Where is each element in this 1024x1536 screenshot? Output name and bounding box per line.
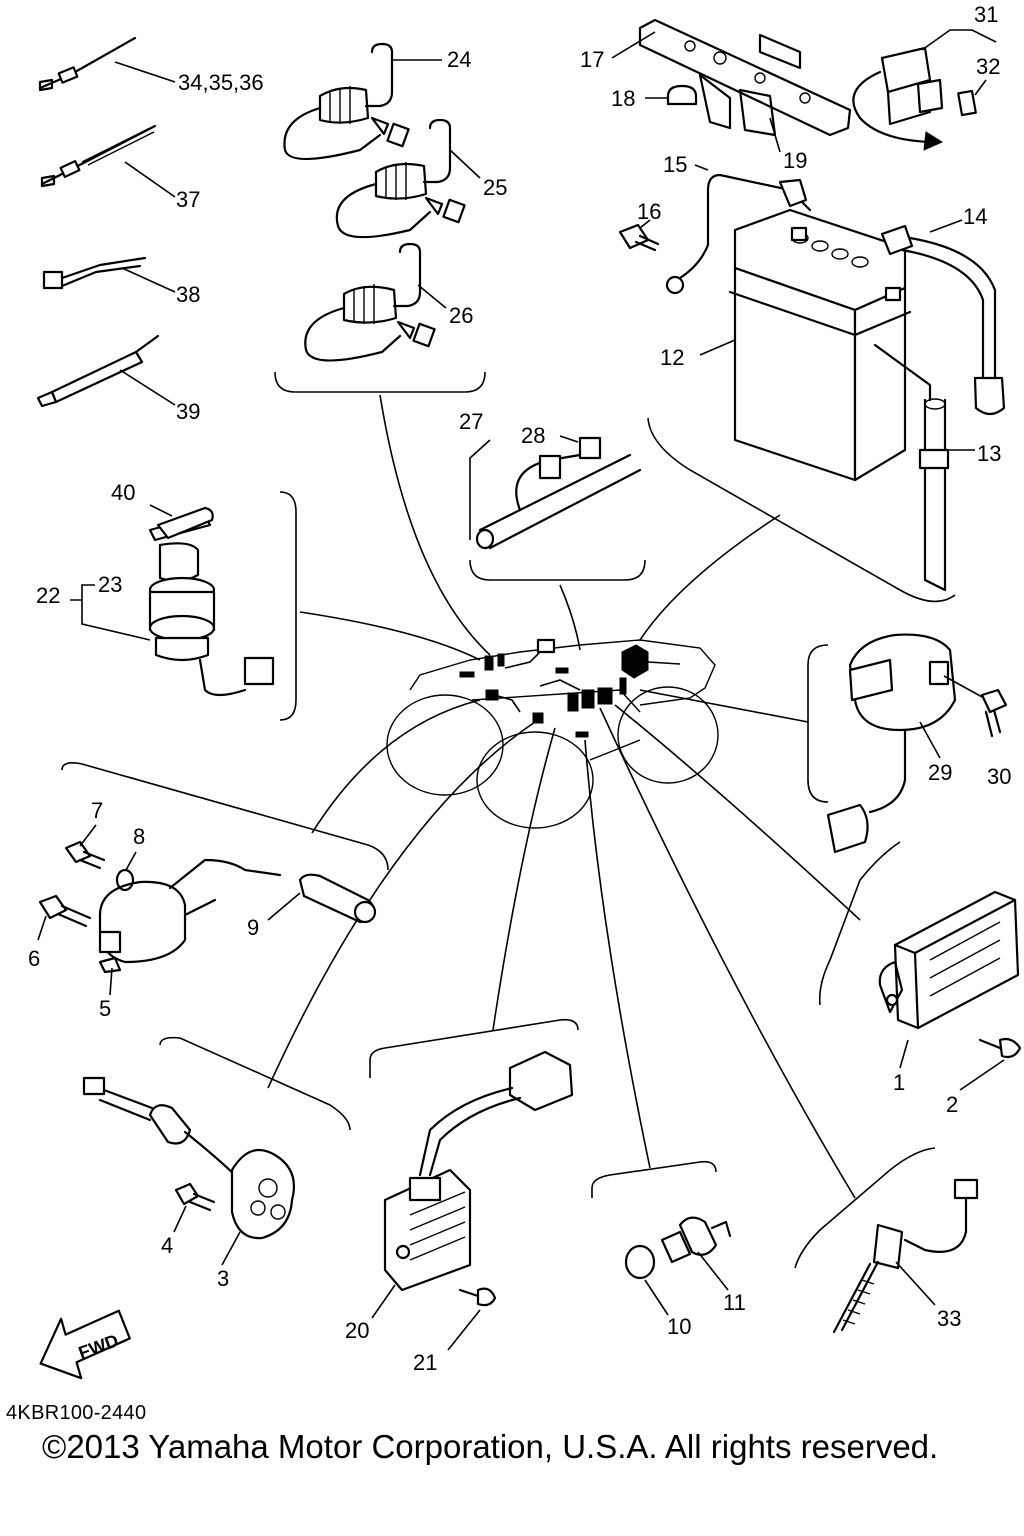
callout-38: 38: [176, 282, 200, 307]
cable-band-39: [36, 334, 160, 408]
callout-12: 12: [660, 345, 684, 370]
callout-27: 27: [459, 409, 483, 434]
callout-23: 23: [98, 572, 122, 597]
plug-cap-25: [335, 118, 481, 239]
neutral-switch-11: [660, 1216, 732, 1291]
group-brackets: [61, 371, 956, 1269]
damper-18: [645, 84, 698, 106]
coupler-28: [559, 435, 602, 460]
callout-32: 32: [976, 54, 1000, 79]
bolt-7: [64, 824, 106, 870]
plug-cap-24: [283, 42, 442, 161]
callout-4: 4: [161, 1233, 173, 1258]
callout-15: 15: [663, 152, 687, 177]
washer-10: [624, 1244, 669, 1316]
bolt-6: [37, 894, 92, 941]
callout-9: 9: [247, 915, 259, 940]
callout-34-35-36: 34,35,36: [178, 70, 264, 95]
callout-11: 11: [723, 1290, 746, 1315]
main-switch-22: [70, 513, 275, 697]
washer-8: [115, 851, 137, 892]
callout-26: 26: [449, 303, 473, 328]
group-leaders: [267, 394, 861, 1199]
negative-cable-14: [880, 219, 1006, 416]
positive-cable-15: [665, 164, 812, 295]
harness-markers: [459, 638, 681, 738]
battery-bracket-17: [611, 18, 852, 137]
callout-19: 19: [783, 148, 807, 173]
callout-17: 17: [580, 47, 604, 72]
breather-hose-13: [873, 343, 975, 592]
fwd-arrow-icon: FWD: [39, 1309, 131, 1380]
cable-band-leaders: [114, 61, 176, 406]
diagram-code: 4KBR100-2440: [6, 1402, 147, 1424]
callout-13: 13: [977, 441, 1001, 466]
flasher-relay-29: [826, 633, 957, 854]
callout-18: 18: [611, 86, 635, 111]
callout-1: 1: [893, 1070, 905, 1095]
plug-cap-9: [267, 873, 377, 924]
screw-2: [959, 1037, 1022, 1091]
callout-39: 39: [176, 399, 200, 424]
callout-37: 37: [176, 187, 200, 212]
callout-8: 8: [133, 824, 145, 849]
cable-band-38: [42, 256, 147, 290]
callout-2: 2: [946, 1092, 958, 1117]
cdi-unit-1: [878, 890, 1020, 1069]
callout-3: 3: [217, 1266, 229, 1291]
bolt-16: [618, 219, 660, 252]
callout-40: 40: [111, 480, 135, 505]
pickup-coil-3: [82, 1076, 296, 1266]
callout-14: 14: [963, 204, 987, 229]
callout-25: 25: [483, 175, 507, 200]
rectifier-regulator-20: [371, 1050, 574, 1319]
callout-31: 31: [974, 2, 998, 27]
callout-20: 20: [345, 1318, 369, 1343]
callout-labels: 1 2 3 4 5 6 7 8 9 10 11 12 13 14 15 16 1…: [28, 2, 1011, 1375]
battery-12: [699, 208, 912, 482]
cable-band-37: [40, 124, 157, 188]
cable-band-34: [38, 36, 137, 92]
bolt-30: [943, 675, 1008, 738]
callout-29: 29: [928, 760, 952, 785]
callout-5: 5: [99, 996, 111, 1021]
plug-cap-26: [304, 242, 447, 362]
screw-21: [447, 1287, 497, 1351]
callout-21: 21: [413, 1350, 437, 1375]
callout-30: 30: [987, 764, 1011, 789]
fuse-32: [957, 79, 987, 117]
starter-relay-31: [852, 29, 997, 151]
bolt-4: [173, 1182, 216, 1233]
wire-harness-27: [469, 439, 642, 550]
ignition-coil-5: [98, 858, 282, 996]
callout-33: 33: [937, 1306, 961, 1331]
callout-10: 10: [667, 1314, 691, 1339]
band-19: [698, 73, 781, 153]
callout-6: 6: [28, 946, 40, 971]
callout-24: 24: [447, 47, 471, 72]
callout-22: 22: [36, 583, 60, 608]
key-40: [149, 504, 214, 540]
copyright-notice: ©2013 Yamaha Motor Corporation, U.S.A. A…: [42, 1428, 939, 1465]
callout-28: 28: [521, 423, 545, 448]
callout-16: 16: [637, 199, 661, 224]
switch-33: [832, 1178, 979, 1334]
callout-7: 7: [91, 798, 103, 823]
